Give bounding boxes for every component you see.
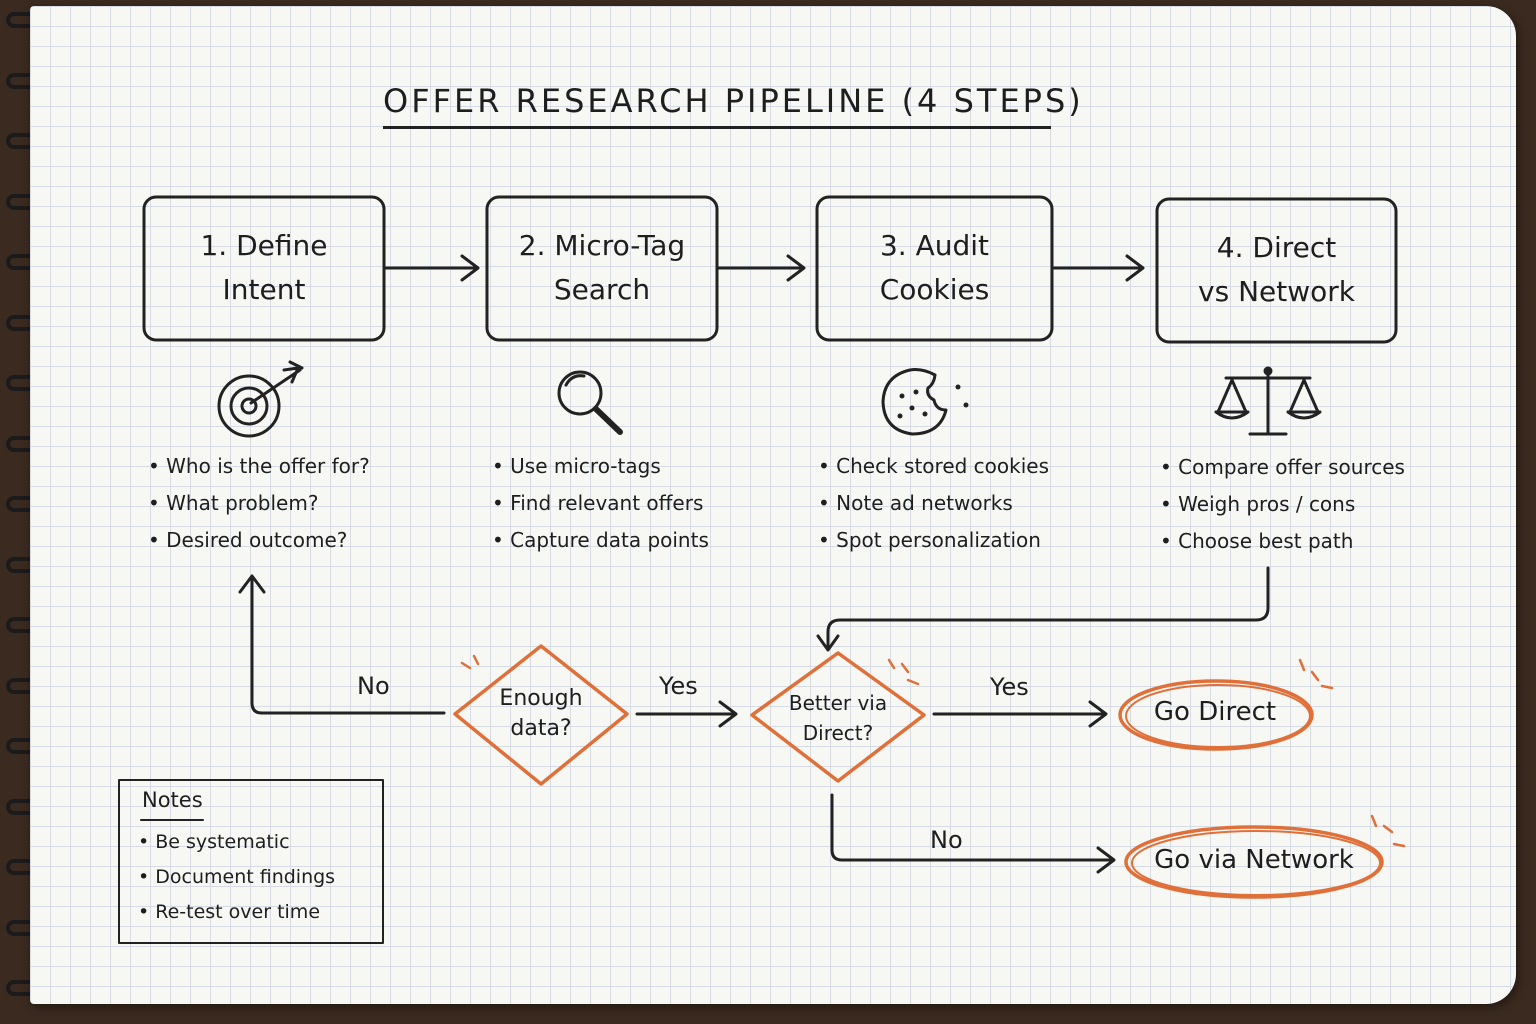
- edge-label-yes-2: Yes: [990, 673, 1029, 701]
- list-item: Spot personalization: [818, 522, 1049, 559]
- list-item: What problem?: [148, 485, 370, 522]
- step-box-3: [815, 195, 1054, 342]
- step-2-line2: Search: [553, 273, 651, 306]
- list-item: Desired outcome?: [148, 522, 370, 559]
- step-1-line1: 1. Define: [200, 229, 328, 262]
- list-item: Document findings: [138, 860, 335, 895]
- decision-1-label: Enough data?: [471, 684, 611, 744]
- step-3-bullets: Check stored cookies Note ad networks Sp…: [818, 448, 1049, 559]
- list-item: Re-test over time: [138, 895, 335, 930]
- arrow-step3-step4: [1052, 254, 1145, 282]
- list-item: Compare offer sources: [1160, 449, 1405, 486]
- step-4-label: 4. Direct vs Network: [1157, 224, 1396, 316]
- decision-2-label: Better via Direct?: [768, 688, 908, 748]
- step-1-bullets: Who is the offer for? What problem? Desi…: [148, 448, 370, 559]
- step-3-line2: Cookies: [879, 273, 990, 306]
- edge-label-no-loop: No: [357, 672, 390, 700]
- decision-1-line2: data?: [510, 716, 572, 741]
- list-item: Choose best path: [1160, 523, 1405, 560]
- step-2-line1: 2. Micro-Tag: [518, 229, 686, 262]
- step-2-bullets: Use micro-tags Find relevant offers Capt…: [492, 448, 709, 559]
- arrow-step2-step3: [717, 254, 806, 282]
- arrow-step4-to-decision-2: [816, 566, 1270, 652]
- go-direct-ellipse: [1118, 679, 1314, 751]
- list-item: Weigh pros / cons: [1160, 486, 1405, 523]
- step-4-line2: vs Network: [1198, 275, 1355, 308]
- scales-icon: [1214, 366, 1322, 436]
- edge-label-yes-1: Yes: [659, 672, 698, 700]
- step-box-1: [142, 195, 386, 342]
- go-via-network-ellipse: [1124, 825, 1384, 899]
- list-item: Be systematic: [138, 825, 335, 860]
- step-3-line1: 3. Audit: [879, 229, 990, 262]
- decision-2-line1: Better via: [788, 691, 888, 715]
- step-4-line1: 4. Direct: [1216, 231, 1337, 264]
- step-4-bullets: Compare offer sources Weigh pros / cons …: [1160, 449, 1405, 560]
- target-icon: [217, 360, 304, 438]
- arrow-no-to-go-via-network: [830, 793, 1116, 874]
- outcome-go-direct: Go Direct: [1153, 697, 1277, 727]
- arrow-yes-to-decision-2: [635, 700, 738, 728]
- arrow-no-back-to-step1: [238, 574, 446, 715]
- notes-list: Be systematic Document findings Re-test …: [138, 825, 335, 930]
- list-item: Who is the offer for?: [148, 448, 370, 485]
- page-title: OFFER RESEARCH PIPELINE (4 STEPS): [383, 82, 1081, 129]
- edge-label-no-2: No: [930, 826, 963, 854]
- decision-1-line1: Enough: [499, 686, 583, 711]
- notes-box: [118, 779, 384, 944]
- decision-diamond-1: [453, 644, 629, 786]
- step-box-4: [1155, 197, 1398, 344]
- decision-diamond-2: [750, 651, 926, 783]
- step-1-line2: Intent: [222, 273, 306, 306]
- magnifier-icon: [557, 370, 623, 435]
- step-box-2: [485, 195, 719, 342]
- decision-2-line2: Direct?: [802, 721, 874, 745]
- outcome-go-via-network: Go via Network: [1154, 845, 1354, 875]
- notes-heading: Notes: [142, 788, 203, 812]
- list-item: Use micro-tags: [492, 448, 709, 485]
- list-item: Check stored cookies: [818, 448, 1049, 485]
- arrow-yes-to-go-direct: [932, 700, 1108, 728]
- cookie-icon: [881, 368, 969, 436]
- list-item: Capture data points: [492, 522, 709, 559]
- accent-ticks: [460, 654, 1406, 848]
- arrow-step1-step2: [384, 254, 480, 282]
- list-item: Find relevant offers: [492, 485, 709, 522]
- list-item: Note ad networks: [818, 485, 1049, 522]
